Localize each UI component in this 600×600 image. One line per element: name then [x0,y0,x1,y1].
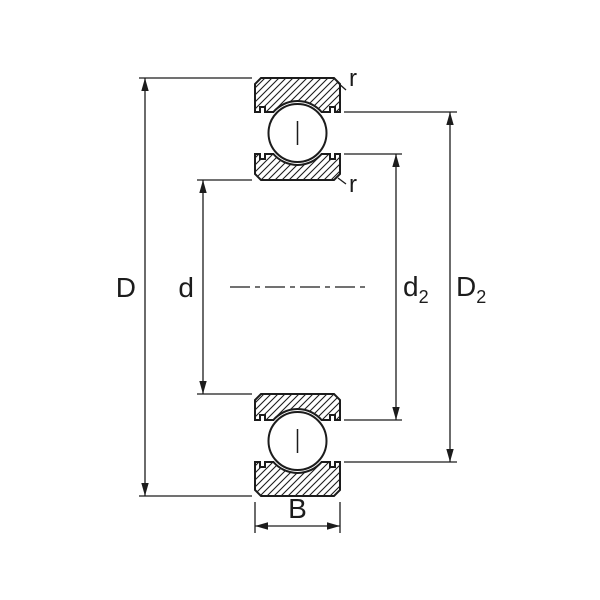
label-d2-base: d [403,271,419,302]
leader-line-r-outer [336,81,347,91]
label-D2-subscript: 2 [476,287,486,307]
outer-ring-top-section [254,77,341,113]
label-D2-base: D [456,271,476,302]
bearing-rings [254,77,341,497]
inner-ring-top-section [254,153,341,181]
leader-line-r-inner [337,177,347,185]
rolling-elements [267,103,328,471]
label-width-B: B [288,493,307,524]
label-inner-shoulder-d2: d2 [403,271,429,307]
inner-ring-bottom-section [254,393,341,421]
label-d2-subscript: 2 [419,287,429,307]
label-outer-shoulder-D2: D2 [456,271,486,307]
label-fillet-r-outer: r [349,65,357,92]
label-fillet-r-inner: r [349,171,357,198]
outer-ring-bottom-section [254,461,341,497]
label-bore-diameter-d: d [178,272,194,303]
dimension-lines [139,77,457,533]
label-outer-diameter-D: D [116,272,136,303]
